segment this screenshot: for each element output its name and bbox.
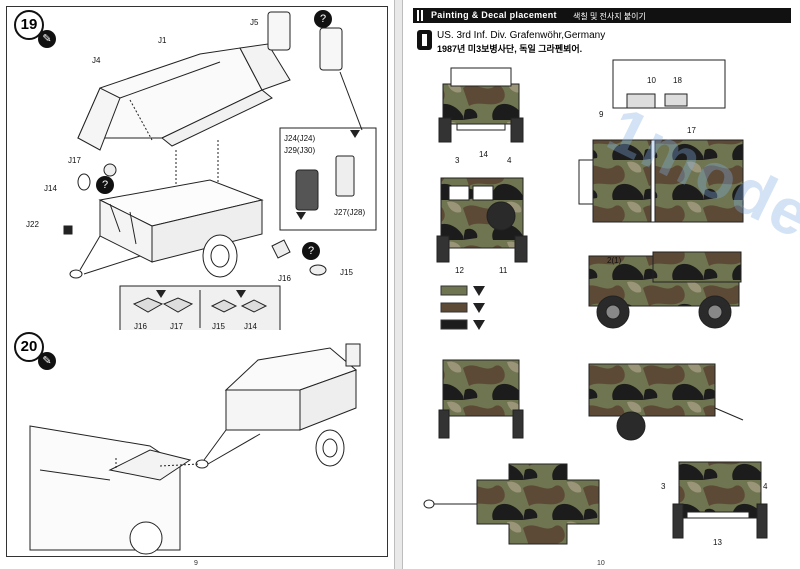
part-label-j5: J5 <box>250 18 259 27</box>
part-label-j15: J15 <box>340 268 353 277</box>
section-title: Painting & Decal placement <box>431 10 557 20</box>
version-1-badge <box>417 30 432 50</box>
part-label-j22: J22 <box>26 220 39 229</box>
glue-icon: ✎ <box>38 352 56 370</box>
camouflage-views <box>423 59 768 545</box>
page-number: 10 <box>597 560 605 567</box>
part-label-j16: J16 <box>278 274 291 283</box>
callout-4-rear: 4 <box>763 482 768 491</box>
note-icon: ? <box>302 242 320 260</box>
part-label-j4: J4 <box>92 56 101 65</box>
callout-13: 13 <box>713 538 722 547</box>
callout-2: 2(1) <box>607 256 622 265</box>
callout-3-rear: 3 <box>661 482 666 491</box>
page-number: 9 <box>194 560 198 567</box>
part-label-j14: J14 <box>44 184 57 193</box>
compare-label-j17: J17 <box>170 322 183 331</box>
compare-label-j16: J16 <box>134 322 147 331</box>
section-subtitle: 색칠 및 전사지 붙이기 <box>573 12 646 21</box>
step-20-number: 20 <box>20 338 38 355</box>
painting-page-right: Painting & Decal placement 색칠 및 전사지 붙이기 … <box>402 0 800 569</box>
callout-10: 10 <box>647 76 656 85</box>
callout-18: 18 <box>673 76 682 85</box>
callout-9: 9 <box>599 110 604 119</box>
callout-11: 11 <box>499 266 508 275</box>
section-marker-icon <box>417 10 423 21</box>
note-icon: ? <box>314 10 332 28</box>
part-label-j29: J29(J30) <box>284 146 316 155</box>
compare-label-j15: J15 <box>212 322 225 331</box>
scheme-title: US. 3rd Inf. Div. Grafenwöhr,Germany <box>437 30 606 41</box>
callout-14: 14 <box>479 150 488 159</box>
compare-label-j14: J14 <box>244 322 257 331</box>
callout-12: 12 <box>455 266 464 275</box>
part-label-j17: J17 <box>68 156 81 165</box>
callout-4: 4 <box>507 156 512 165</box>
callout-3: 3 <box>455 156 460 165</box>
section-header: Painting & Decal placement 색칠 및 전사지 붙이기 <box>413 8 791 23</box>
instruction-page-left: 19 ✎ ? ? ? <box>0 0 395 569</box>
trailer-assembly-drawing <box>63 11 377 330</box>
trailer-hitch-drawing <box>29 343 361 555</box>
part-label-j27: J27(J28) <box>334 208 366 217</box>
scheme-title-korean: 1987년 미3보병사단, 독일 그라펜뵈어. <box>437 44 583 54</box>
part-label-j1: J1 <box>158 36 167 45</box>
callout-17: 17 <box>687 126 696 135</box>
note-icon: ? <box>96 176 114 194</box>
part-label-j24: J24(J24) <box>284 134 316 143</box>
step-19-number: 19 <box>20 16 38 33</box>
glue-icon: ✎ <box>38 30 56 48</box>
page-border <box>6 6 388 557</box>
